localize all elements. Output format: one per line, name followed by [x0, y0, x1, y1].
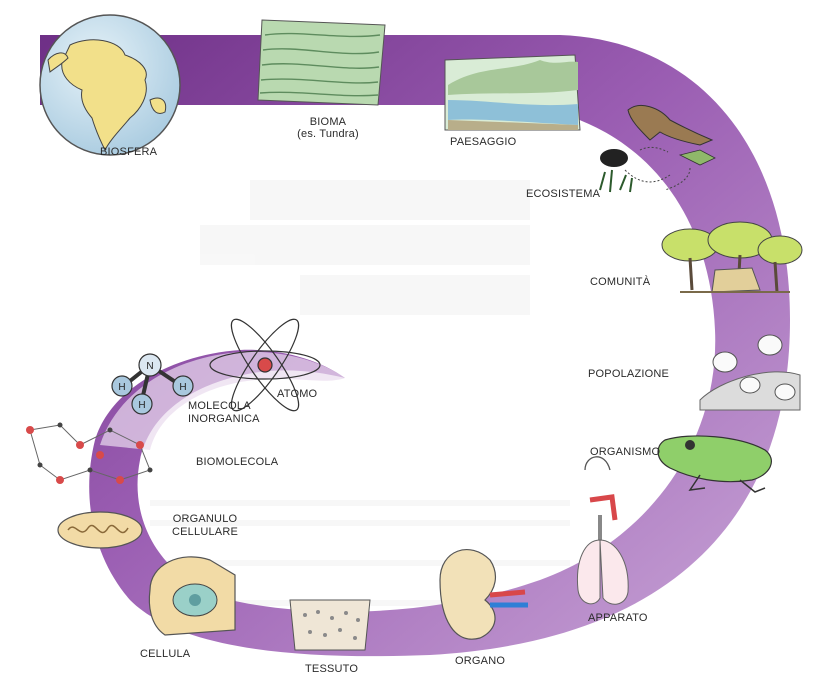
background-watermark-text	[150, 180, 570, 606]
label-organulo-1: ORGANULO	[165, 513, 245, 526]
tessuto-tissue-icon	[290, 600, 370, 650]
label-organulo-2: CELLULARE	[165, 526, 245, 539]
label-organismo: ORGANISMO	[590, 446, 660, 459]
label-molecola-1: MOLECOLA	[188, 400, 251, 413]
atom-label-h2: H	[179, 382, 186, 393]
label-apparato: APPARATO	[588, 612, 648, 625]
atom-label-h1: H	[118, 382, 125, 393]
organulo-mitochondrion-icon	[58, 512, 142, 548]
label-comunita: COMUNITÀ	[590, 276, 650, 289]
label-bioma-note: (es. Tundra)	[285, 128, 371, 141]
biosfera-globe-icon	[40, 15, 180, 155]
label-ecosistema: ECOSISTEMA	[526, 188, 600, 201]
label-organo: ORGANO	[455, 655, 505, 668]
label-tessuto: TESSUTO	[305, 663, 358, 676]
label-cellula: CELLULA	[140, 648, 190, 661]
label-biosfera: BIOSFERA	[100, 146, 157, 159]
paesaggio-landscape-icon	[445, 55, 580, 130]
cellula-cell-icon	[149, 557, 235, 635]
apparato-respiratory-icon	[577, 457, 628, 604]
atom-label-h3: H	[138, 400, 145, 411]
bioma-tundra-icon	[258, 20, 385, 105]
label-paesaggio: PAESAGGIO	[450, 136, 516, 149]
label-molecola-2: INORGANICA	[188, 413, 260, 426]
atom-label-n: N	[146, 361, 153, 372]
label-atomo: ATOMO	[277, 388, 317, 401]
label-biomolecola: BIOMOLECOLA	[196, 456, 278, 469]
label-popolazione: POPOLAZIONE	[588, 368, 669, 381]
